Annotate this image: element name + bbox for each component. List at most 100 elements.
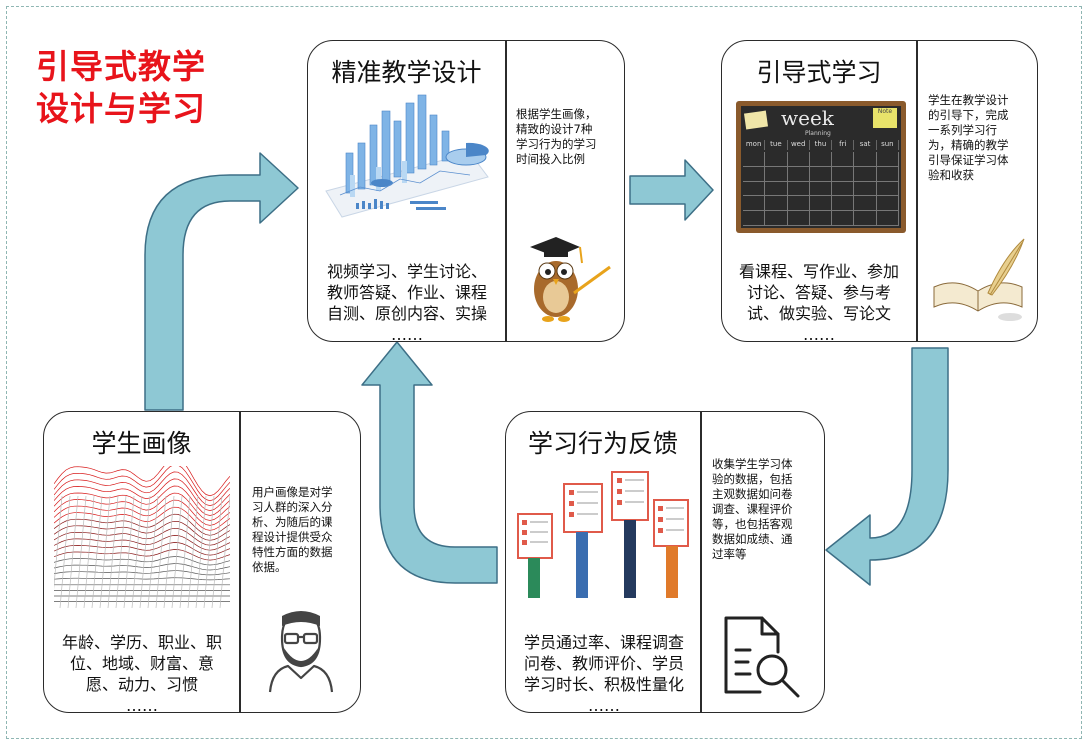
card-side-text: 用户画像是对学 习人群的深入分 析、为随后的课 程设计提供受众 特性方面的数据 … xyxy=(252,485,333,575)
card-title: 学生画像 xyxy=(91,429,192,458)
calendar-cell xyxy=(743,181,766,197)
card-body: 视频学习、学生讨论、 教师答疑、作业、课程 自测、原创内容、实操 …… xyxy=(314,261,500,342)
body-line: …… xyxy=(803,325,835,342)
title-line-2: 设计与学习 xyxy=(36,89,206,128)
body-line: …… xyxy=(588,696,620,713)
calendar-cell xyxy=(765,196,788,212)
card-body: 年龄、学历、职业、职 位、地域、财富、意 愿、动力、习惯 …… xyxy=(48,632,236,713)
side-line: 精致的设计7种 xyxy=(516,122,593,136)
calendar-day-label: wed xyxy=(788,140,810,150)
side-line: 验和收获 xyxy=(928,168,974,182)
side-line: 引导保证学习体 xyxy=(928,153,1009,167)
side-line: 的引导下，完成 xyxy=(928,108,1009,122)
calendar-cell xyxy=(743,196,766,212)
body-line: 讨论、答疑、参与考 xyxy=(746,283,891,302)
calendar-cell xyxy=(787,211,810,226)
bar-chart-graphic xyxy=(325,94,489,218)
side-line: 依据。 xyxy=(252,560,287,574)
card-side-text: 学生在教学设计 的引导下，完成 一系列学习行 为，精确的教学 引导保证学习体 验… xyxy=(928,93,1009,183)
side-line: 主观数据如问卷 xyxy=(712,487,793,501)
calendar-cell xyxy=(876,196,899,212)
arrow-guided-to-feedback xyxy=(825,347,949,586)
calendar-cell xyxy=(765,166,788,182)
calendar-day-label: tue xyxy=(765,140,788,150)
card-body: 学员通过率、课程调查 问卷、教师评价、学员 学习时长、积极性量化 …… xyxy=(510,632,698,713)
survey-hands-graphic xyxy=(517,471,689,598)
calendar-cell xyxy=(765,152,788,167)
calendar-day-label: thu xyxy=(810,140,833,150)
calendar-cell xyxy=(809,152,833,167)
calendar-cell xyxy=(743,166,766,182)
card-title: 学习行为反馈 xyxy=(527,429,678,458)
card-divider xyxy=(239,412,241,712)
side-line: 验的数据，包括 xyxy=(712,472,793,486)
arrow-portrait-to-design xyxy=(144,152,299,411)
body-line: 教师答疑、作业、课程 xyxy=(326,283,487,302)
card-divider xyxy=(916,41,918,341)
calendar-cell xyxy=(809,181,833,197)
main-title: 引导式教学 设计与学习 xyxy=(36,46,206,130)
calendar-cell xyxy=(876,181,899,197)
side-line: 收集学生学习体 xyxy=(712,457,793,471)
side-line: 析、为随后的课 xyxy=(252,515,333,529)
body-line: 年龄、学历、职业、职 xyxy=(61,633,222,652)
side-line: 等，也包括客观 xyxy=(712,517,793,531)
side-line: 过率等 xyxy=(712,547,747,561)
wave-mesh-graphic xyxy=(54,466,230,609)
arrow-feedback-to-design xyxy=(361,341,498,584)
card-title: 精准教学设计 xyxy=(331,58,482,87)
survey-card xyxy=(517,513,553,598)
calendar-cell xyxy=(787,196,810,212)
calendar-day-label: fri xyxy=(832,140,855,150)
man-avatar-icon xyxy=(268,611,334,693)
body-line: 学习时长、积极性量化 xyxy=(523,675,684,694)
card-title: 引导式学习 xyxy=(756,58,882,87)
calendar-day-label: sat xyxy=(854,140,877,150)
calendar-cell xyxy=(832,196,855,212)
body-line: 学员通过率、课程调查 xyxy=(523,633,684,652)
sticky-note xyxy=(743,110,769,130)
side-line: 为，精确的教学 xyxy=(928,138,1009,152)
calendar-grid xyxy=(743,152,899,226)
calendar-cell xyxy=(765,181,788,197)
side-line: 时间投入比例 xyxy=(516,152,585,166)
body-line: 愿、动力、习惯 xyxy=(85,675,198,694)
card-divider xyxy=(505,41,507,341)
calendar-cell xyxy=(743,211,766,226)
side-line: 一系列学习行 xyxy=(928,123,997,137)
body-line: 问卷、教师评价、学员 xyxy=(523,654,684,673)
book-quill-icon xyxy=(933,238,1025,321)
arrow-design-to-guided xyxy=(629,159,714,221)
calendar-cell xyxy=(832,211,855,226)
calendar-subheading: Planning xyxy=(805,130,831,137)
calendar-cell xyxy=(876,166,899,182)
side-line: 学生在教学设计 xyxy=(928,93,1009,107)
calendar-cell xyxy=(832,181,855,197)
body-line: 自测、原创内容、实操 xyxy=(326,304,487,323)
calendar-cell xyxy=(854,166,877,182)
side-line: 根据学生画像， xyxy=(516,107,597,121)
card-side-text: 收集学生学习体 验的数据，包括 主观数据如问卷 调查、课程评价 等，也包括客观 … xyxy=(712,457,793,562)
calendar-cell xyxy=(832,152,855,167)
body-line: 试、做实验、写论文 xyxy=(746,304,891,323)
calendar-cell xyxy=(743,152,766,167)
side-line: 数据如成绩、通 xyxy=(712,532,793,546)
body-line: 看课程、写作业、参加 xyxy=(738,262,899,281)
card-precise-design: 精准教学设计 视频学习、学生讨论、 教师答疑、作业、课程 自测、原创内容、实操 … xyxy=(307,40,625,342)
calendar-cell xyxy=(787,152,810,167)
note-label: Note xyxy=(873,108,897,128)
card-divider xyxy=(700,412,702,712)
calendar-cell xyxy=(854,181,877,197)
dashed-frame xyxy=(6,6,1082,739)
calendar-cell xyxy=(809,196,833,212)
body-line: …… xyxy=(126,696,158,713)
side-line: 习人群的深入分 xyxy=(252,500,333,514)
calendar-heading: week xyxy=(781,106,834,130)
side-line: 程设计提供受众 xyxy=(252,530,333,544)
owl-teacher-icon xyxy=(530,237,611,322)
side-line: 用户画像是对学 xyxy=(252,485,333,499)
body-line: …… xyxy=(391,325,423,342)
